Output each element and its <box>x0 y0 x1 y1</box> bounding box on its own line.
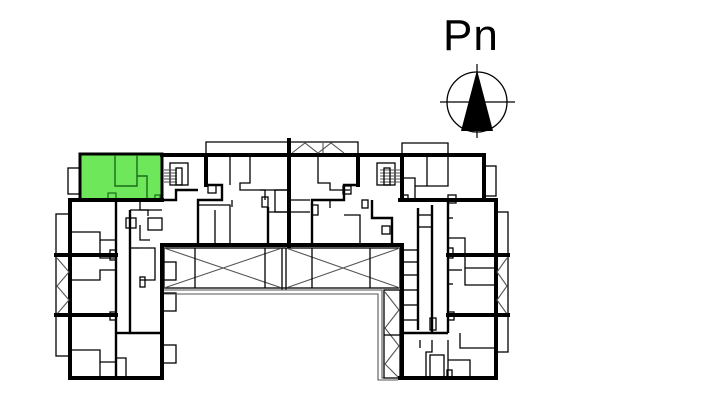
north-label: Pn <box>443 11 499 60</box>
courtyard-gallery <box>163 247 401 381</box>
right-wing <box>398 142 510 380</box>
north-arrow-icon <box>440 64 515 138</box>
left-wing <box>54 167 177 380</box>
highlighted-apartment[interactable] <box>78 152 164 202</box>
left-connector <box>125 155 164 241</box>
